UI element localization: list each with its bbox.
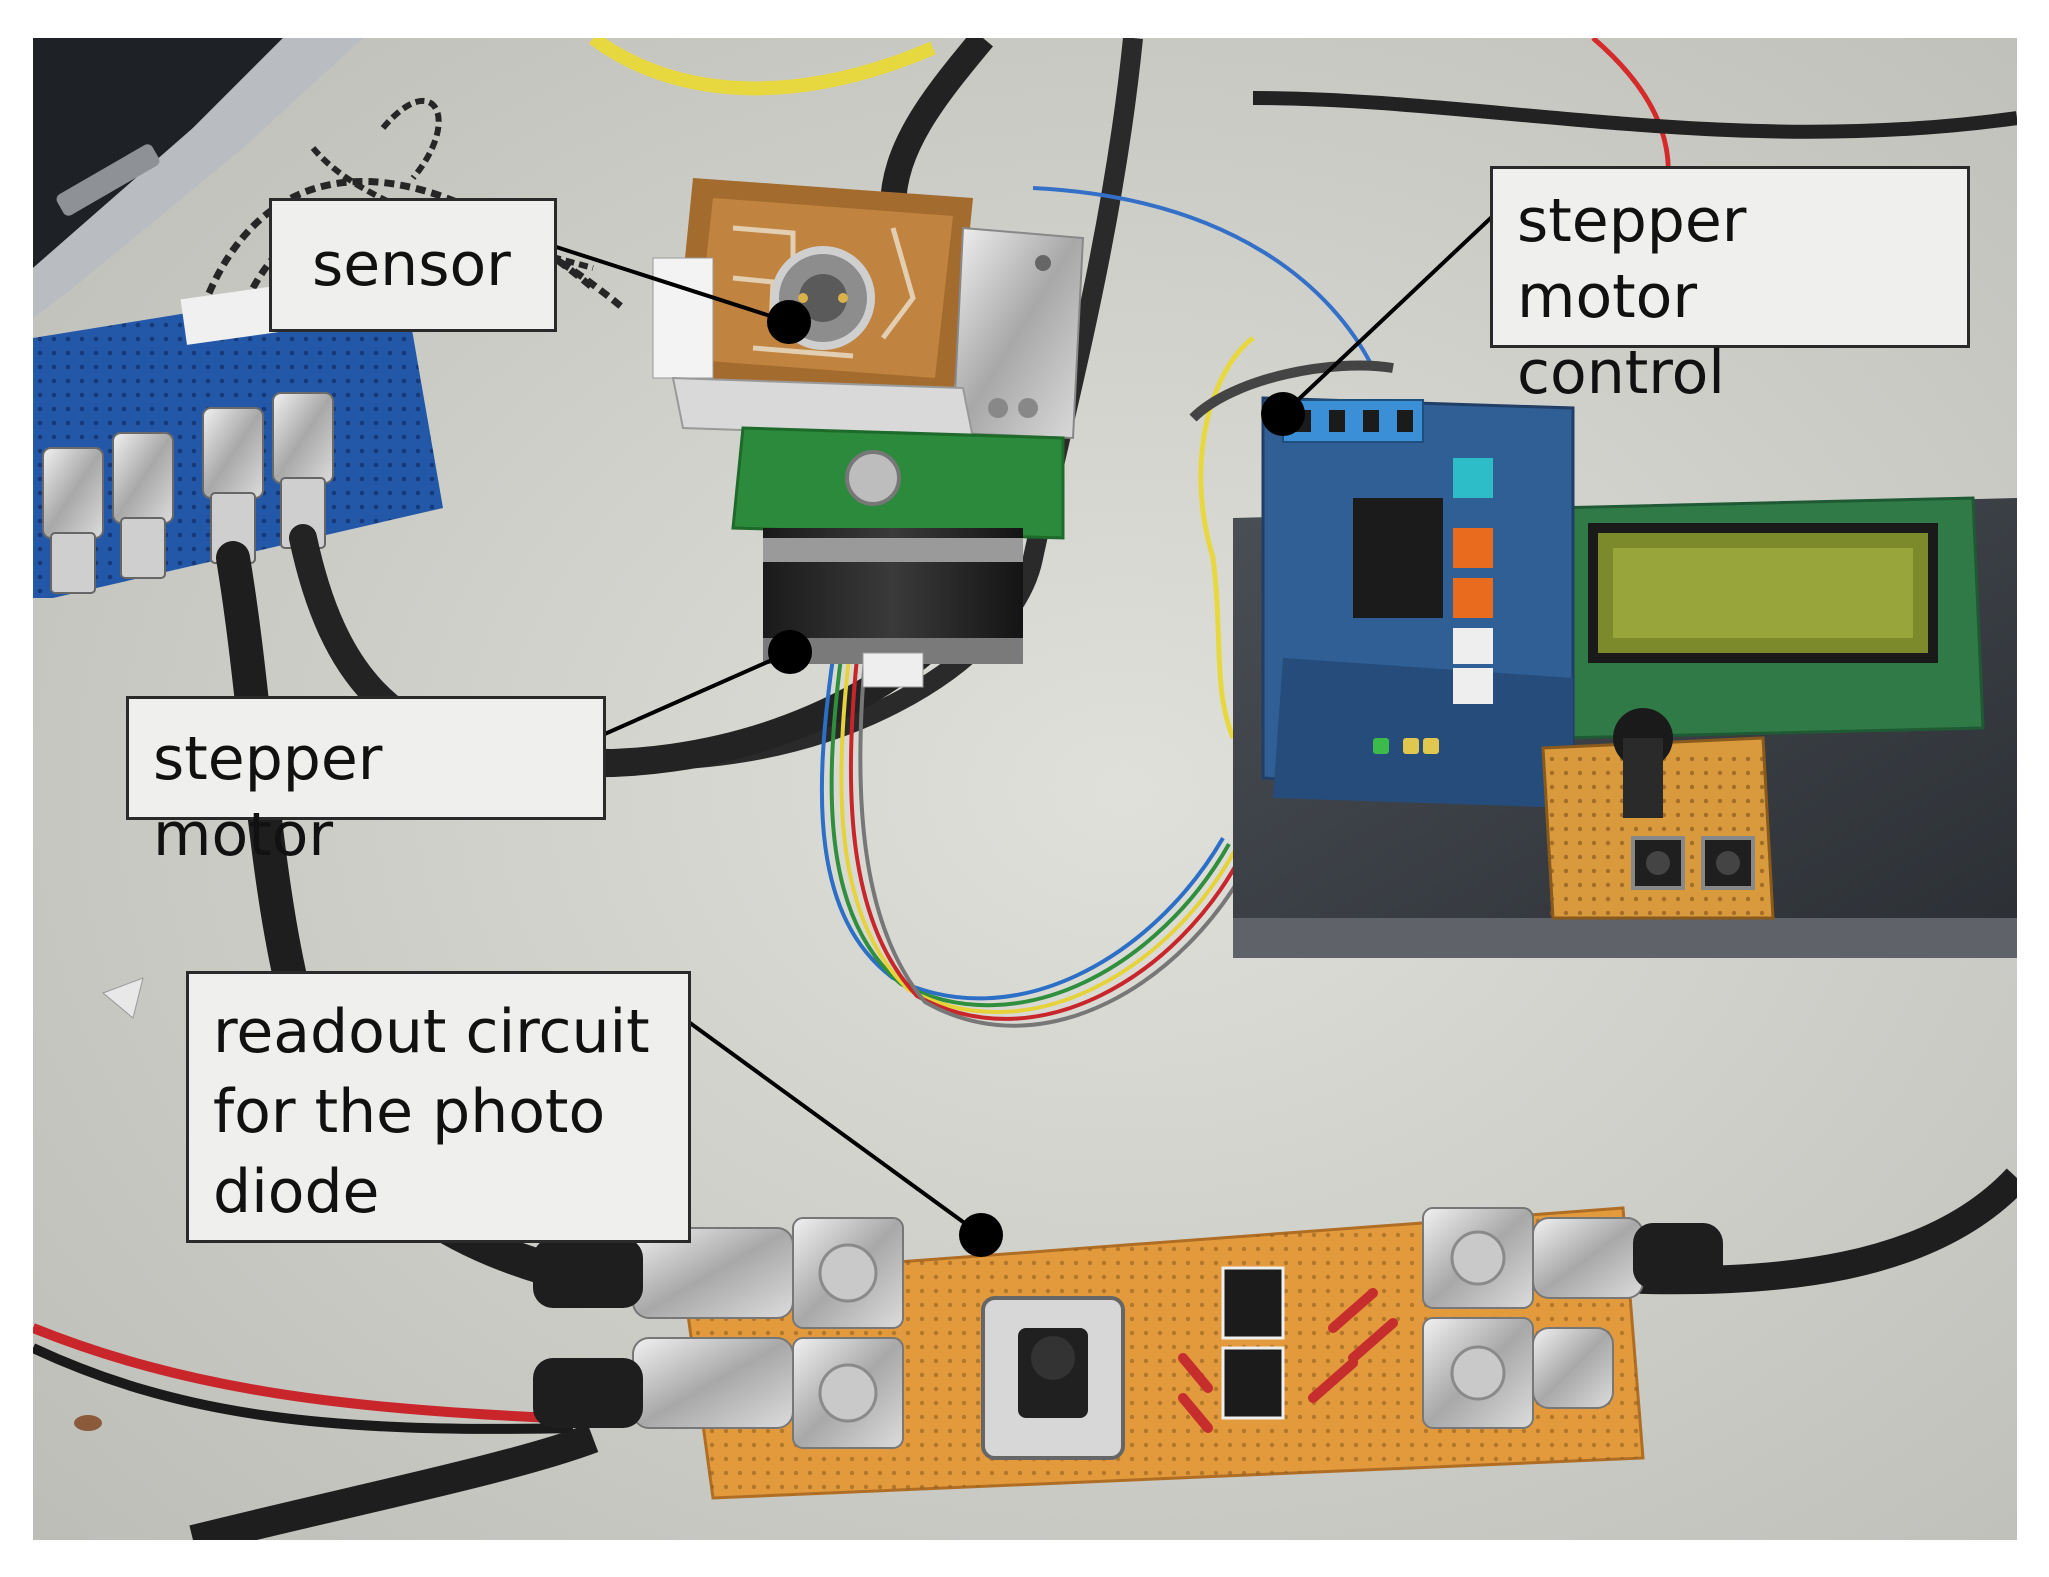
stepper-motor-label: stepper motor — [126, 696, 606, 870]
blue-connector-board — [33, 277, 443, 598]
sensor-label: sensor — [269, 198, 557, 332]
laptop-corner — [33, 38, 363, 318]
photo: sensor stepper motor stepper motor contr… — [33, 38, 2017, 1540]
readout-circuit-label: readout circuit for the photo diode — [186, 971, 691, 1243]
stepper-motor-control-label: stepper motor control — [1490, 166, 1970, 408]
readout-protoboard — [533, 1206, 1723, 1500]
